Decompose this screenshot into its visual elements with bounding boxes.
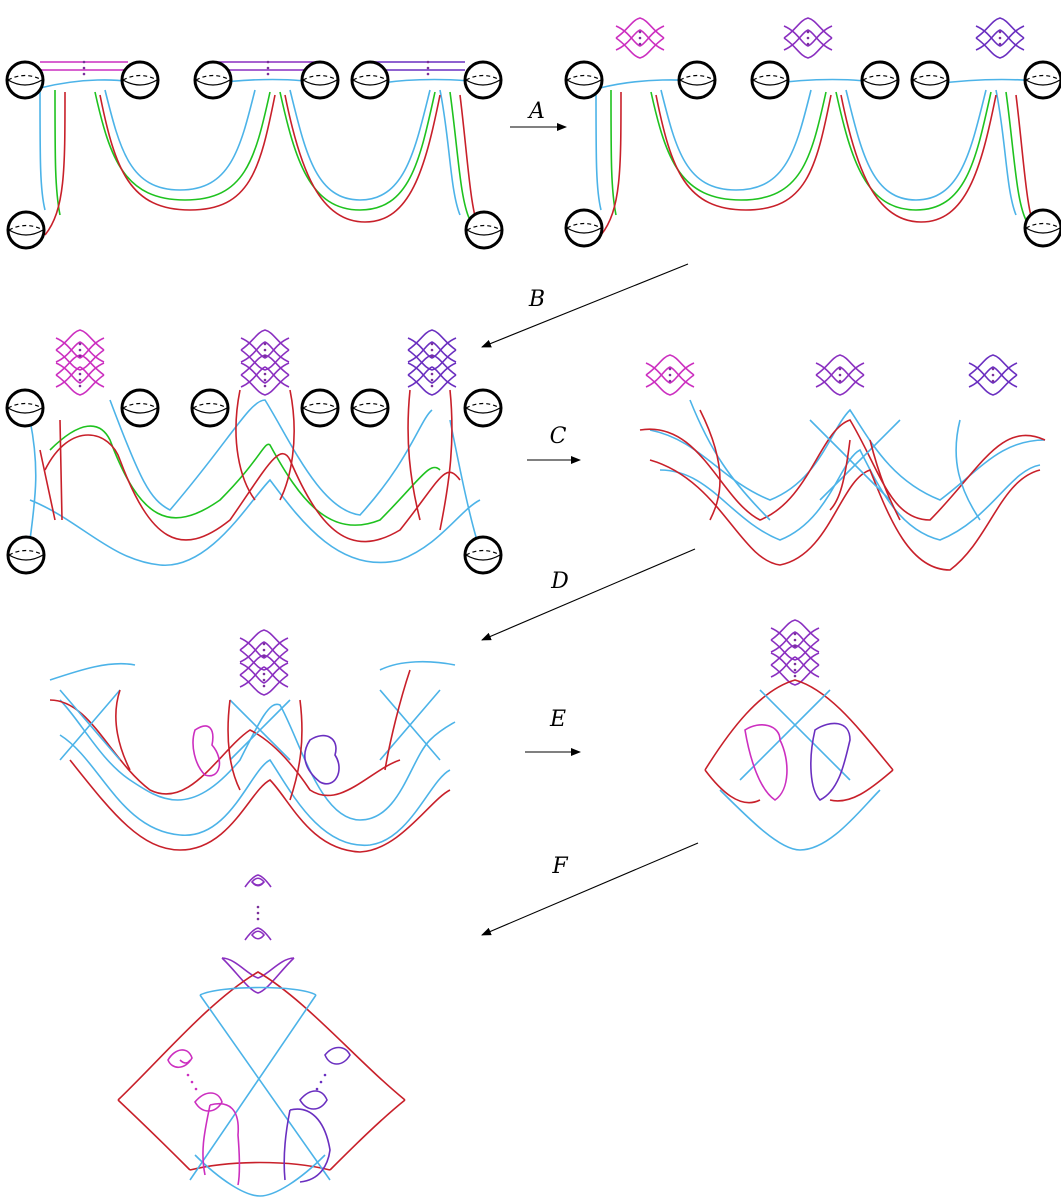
label-a: A [527,99,545,124]
label-e: E [549,707,566,732]
bridges-1 [40,60,465,76]
arrow-e: E [525,707,581,756]
arrow-d: D [481,548,696,641]
arrow-a: A [510,99,567,131]
label-b: B [528,287,545,312]
stage-5 [49,629,456,853]
label-d: D [550,569,569,594]
label-f: F [551,854,568,879]
stage-7 [117,874,406,1197]
label-c: C [550,424,567,449]
curves-1 [39,78,491,236]
arrow-f: F [481,842,699,936]
stage-1 [5,60,504,250]
arrow-b: B [481,263,689,348]
stage-4 [639,354,1046,571]
stage-6 [704,619,894,851]
arrow-c: C [527,424,581,464]
stage-3 [5,329,503,575]
stage-2 [564,17,1061,248]
